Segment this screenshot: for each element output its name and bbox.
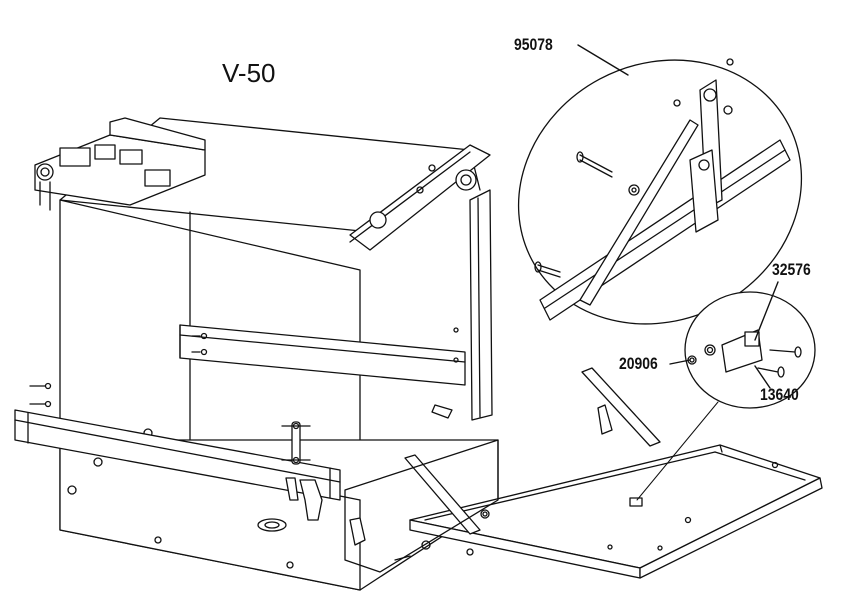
part-number-callout: 20906 <box>619 354 658 373</box>
internal-bracket <box>179 324 466 419</box>
cabinet-body <box>59 117 499 591</box>
upper-right-bracket <box>349 144 491 251</box>
detail-view-latch <box>636 291 816 501</box>
model-label: V-50 <box>222 58 276 88</box>
part-number-callout: 13640 <box>760 385 799 404</box>
drain-fitting <box>257 518 287 532</box>
part-number-callout: 95078 <box>514 35 553 54</box>
detail-view-hinge <box>517 58 803 325</box>
part-number-callout: 32576 <box>772 260 811 279</box>
front-rail <box>14 382 341 501</box>
door-support-arm <box>394 367 661 561</box>
control-board <box>34 117 206 211</box>
door-side-plate <box>344 439 499 573</box>
hinge-bracket <box>281 421 323 521</box>
leader-lines <box>577 44 779 389</box>
